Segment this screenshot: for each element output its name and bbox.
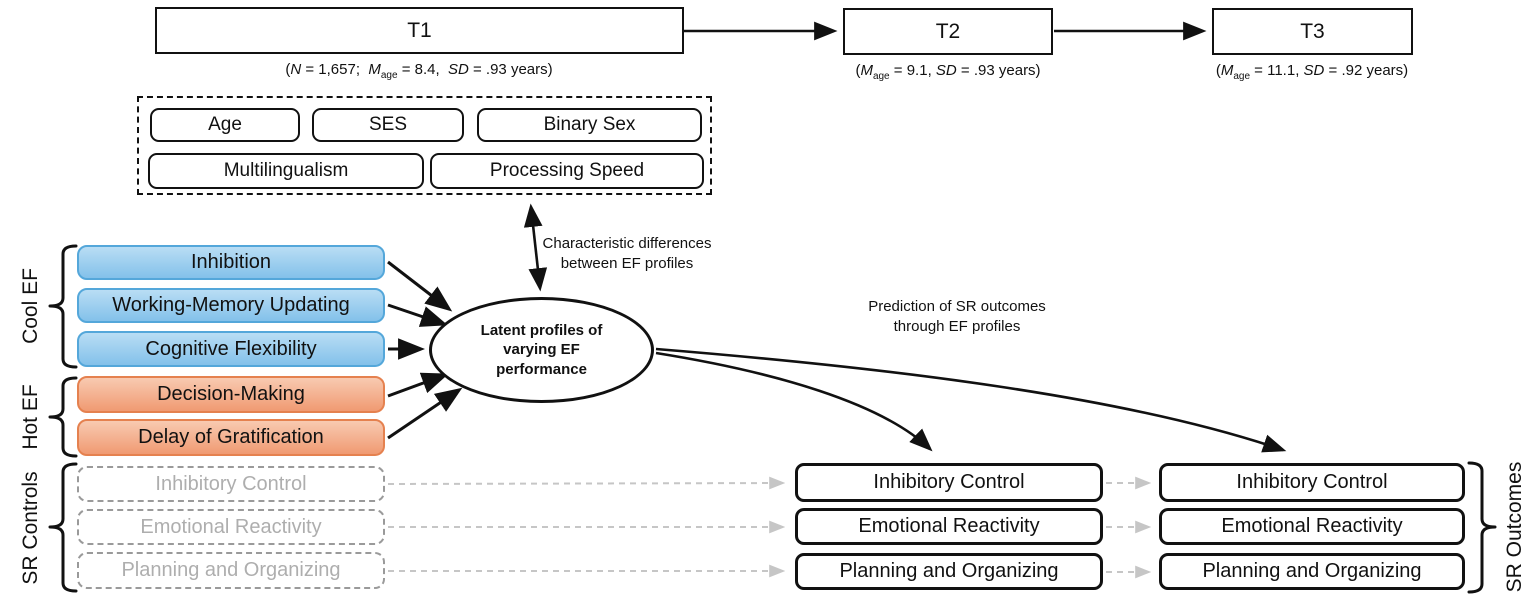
outcome-label: Planning and Organizing: [1202, 560, 1422, 582]
timepoint-box-t1: T1: [155, 7, 684, 54]
t2-sample-caption: (Mage = 9.1, SD = .93 years): [798, 62, 1098, 82]
brace-cool-ef: [48, 244, 78, 369]
latent-profiles-ellipse: Latent profiles of varying EF performanc…: [429, 297, 654, 403]
covariate-label: Multilingualism: [223, 160, 349, 181]
ef-box-label: Cognitive Flexibility: [145, 337, 317, 360]
ef-box-inhibition: Inhibition: [77, 245, 385, 280]
timepoint-label: T2: [935, 19, 961, 43]
latent-line: varying EF: [503, 341, 580, 359]
ef-box-label: Delay of Gratification: [138, 426, 324, 448]
dashed-arrow-inhibitory-t2: [387, 476, 786, 490]
group-label-sr-outcomes: SR Outcomes: [1503, 461, 1526, 593]
caption-m-sub: age: [1233, 71, 1251, 82]
timepoint-label: T3: [1300, 19, 1325, 43]
caption-m: M: [368, 61, 381, 78]
sr-control-label: Emotional Reactivity: [140, 515, 322, 538]
caption-sd: SD: [935, 62, 957, 79]
group-label-hot-ef: Hot EF: [19, 384, 42, 450]
covariate-label: Age: [208, 114, 242, 135]
ef-box-label: Decision-Making: [157, 383, 305, 405]
note-line: Characteristic differences: [542, 235, 712, 252]
sr-control-label: Planning and Organizing: [121, 559, 341, 581]
note-prediction-sr-outcomes: Prediction of SR outcomes through EF pro…: [837, 297, 1077, 338]
ef-box-cognitive-flexibility: Cognitive Flexibility: [77, 331, 385, 367]
note-line: between EF profiles: [560, 255, 694, 273]
sr-control-box-inhibitory-control: Inhibitory Control: [77, 466, 385, 502]
caption-text: = .93 years): [956, 62, 1041, 79]
ef-box-working-memory-updating: Working-Memory Updating: [77, 288, 385, 323]
curve-latent-to-t3-outcome: [655, 347, 1287, 453]
caption-m-sub: age: [872, 71, 890, 82]
ef-box-label: Inhibition: [190, 251, 272, 273]
outcome-label: Inhibitory Control: [1236, 471, 1388, 493]
caption-text: (: [1215, 62, 1221, 79]
note-characteristic-differences: Characteristic differences between EF pr…: [527, 234, 727, 275]
covariate-box-multilingualism: Multilingualism: [148, 153, 424, 189]
timepoint-box-t2: T2: [843, 8, 1053, 55]
t2-outcome-box-inhibitory-control: Inhibitory Control: [795, 463, 1103, 502]
covariate-box-processing-speed: Processing Speed: [430, 153, 704, 189]
ef-box-delay-of-gratification: Delay of Gratification: [77, 419, 385, 456]
brace-sr-controls: [48, 462, 78, 593]
sr-control-label: Inhibitory Control: [155, 472, 307, 495]
latent-line: performance: [496, 360, 587, 378]
note-line: through EF profiles: [893, 318, 1021, 336]
covariate-label: Binary Sex: [543, 114, 636, 135]
t2-outcome-box-planning-organizing: Planning and Organizing: [795, 553, 1103, 590]
caption-sd: SD: [1303, 62, 1325, 79]
covariate-box-binary-sex: Binary Sex: [477, 108, 702, 142]
t3-outcome-box-planning-organizing: Planning and Organizing: [1159, 553, 1465, 590]
outcome-label: Emotional Reactivity: [1221, 515, 1403, 537]
covariates-panel: Age SES Binary Sex Multilingualism Proce…: [137, 96, 712, 195]
brace-hot-ef: [48, 376, 78, 458]
sr-control-box-emotional-reactivity: Emotional Reactivity: [77, 509, 385, 545]
covariate-label: SES: [368, 114, 408, 135]
caption-text: = .93 years): [468, 61, 553, 78]
t3-outcome-box-inhibitory-control: Inhibitory Control: [1159, 463, 1465, 502]
caption-sd: SD: [447, 61, 469, 78]
outcome-label: Inhibitory Control: [873, 471, 1025, 493]
latent-line: Latent profiles of: [480, 321, 603, 339]
outcome-label: Planning and Organizing: [839, 560, 1059, 582]
covariate-label: Processing Speed: [489, 160, 645, 181]
arrow-inhibition-to-latent: [387, 260, 453, 312]
caption-m-sub: age: [380, 70, 398, 81]
t3-sample-caption: (Mage = 11.1, SD = .92 years): [1162, 62, 1462, 82]
covariate-box-ses: SES: [312, 108, 464, 142]
caption-n: N: [290, 61, 302, 78]
note-line: Prediction of SR outcomes: [868, 298, 1046, 315]
ef-box-label: Working-Memory Updating: [112, 294, 350, 316]
caption-m: M: [860, 62, 873, 79]
covariate-box-age: Age: [150, 108, 300, 142]
group-label-cool-ef: Cool EF: [19, 268, 42, 344]
caption-text: = .92 years): [1324, 62, 1409, 79]
outcome-label: Emotional Reactivity: [858, 515, 1040, 537]
t2-outcome-box-emotional-reactivity: Emotional Reactivity: [795, 508, 1103, 545]
arrow-delay-to-latent: [387, 387, 463, 440]
caption-text: (: [855, 62, 861, 79]
caption-text: = 11.1,: [1250, 62, 1304, 79]
caption-text: (: [285, 61, 291, 78]
sr-control-box-planning-organizing: Planning and Organizing: [77, 552, 385, 589]
arrow-wmu-to-latent: [387, 303, 448, 327]
caption-m: M: [1220, 62, 1234, 79]
brace-sr-outcomes: [1467, 461, 1497, 594]
timepoint-label: T1: [407, 18, 432, 42]
caption-text: = 1,657;: [301, 61, 369, 78]
timepoint-box-t3: T3: [1212, 8, 1413, 55]
t1-sample-caption: (N = 1,657; Mage = 8.4, SD = .93 years): [169, 61, 669, 81]
ef-box-decision-making: Decision-Making: [77, 376, 385, 413]
arrow-decision-to-latent: [387, 372, 449, 398]
t3-outcome-box-emotional-reactivity: Emotional Reactivity: [1159, 508, 1465, 545]
curve-latent-to-t2-outcome: [655, 351, 933, 452]
caption-text: = 8.4,: [397, 61, 448, 78]
group-label-sr-controls: SR Controls: [19, 471, 42, 585]
caption-text: = 9.1,: [889, 62, 936, 79]
